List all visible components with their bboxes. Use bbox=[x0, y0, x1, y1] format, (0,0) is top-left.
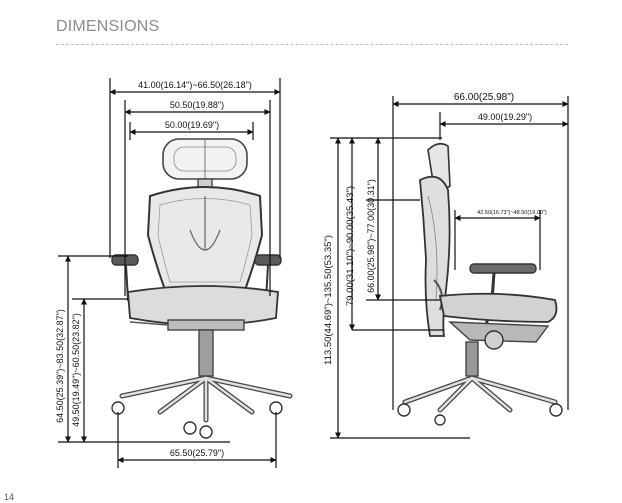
base-width-label: 65.50(25.79") bbox=[170, 448, 224, 458]
armrest-height-label: 64.50(25.39")~83.50(32.87") bbox=[55, 309, 65, 423]
headrest-width-label: 50.00(19.69") bbox=[165, 120, 219, 130]
title-divider bbox=[56, 44, 568, 45]
back-height-label: 79.00(31.10")~90.00(35.43") bbox=[345, 186, 356, 306]
overall-height-label: 113.50(44.69")~135.50(53.35") bbox=[323, 235, 334, 365]
side-dimension-lines bbox=[330, 96, 569, 439]
seat-back-width-label: 50.50(19.88") bbox=[170, 100, 224, 110]
front-view-chair bbox=[111, 138, 293, 439]
page-number: 14 bbox=[4, 492, 15, 502]
backrest-height-label: 66.00(25.98")~77.00(30.31") bbox=[366, 179, 376, 293]
seat-depth-adjust-label: 42.50(16.73")~48.50(19.09") bbox=[477, 210, 547, 216]
seat-depth-label: 49.00(19.29") bbox=[478, 112, 532, 122]
front-dimension-lines bbox=[58, 78, 281, 468]
armrest-width-label: 41.00(16.14")~66.50(26.18") bbox=[138, 80, 252, 90]
seat-height-label: 49.50(19.49")~60.50(23.82") bbox=[71, 313, 81, 427]
section-title: DIMENSIONS bbox=[56, 18, 160, 35]
overall-depth-label: 66.00(25.98") bbox=[454, 92, 514, 103]
side-view-chair bbox=[397, 142, 563, 426]
